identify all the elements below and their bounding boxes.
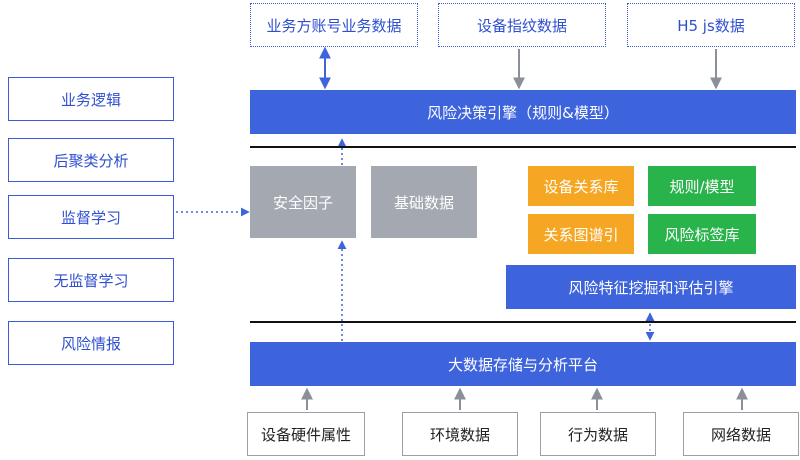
risk-tag-lib-box: 风险标签库 [648,214,756,254]
relation-graph-index-box: 关系图谱引 [528,214,634,254]
risk-decision-engine: 风险决策引擎（规则&模型） [250,90,796,134]
bottom-source-environment: 环境数据 [402,412,518,456]
rules-models-box: 规则/模型 [648,166,756,206]
bottom-source-network: 网络数据 [683,412,799,456]
device-relation-lib-box: 设备关系库 [528,166,634,206]
bottom-source-behavior: 行为数据 [540,412,656,456]
bottom-source-hardware: 设备硬件属性 [247,412,365,456]
left-item-unsupervised-learning: 无监督学习 [8,258,174,302]
left-item-supervised-learning: 监督学习 [8,195,174,239]
separator-bottom [250,321,796,323]
left-item-risk-intel: 风险情报 [8,321,174,365]
separator-top [250,146,796,148]
left-item-post-clustering: 后聚类分析 [8,138,174,182]
top-source-h5-js: H5 js数据 [627,3,795,47]
top-source-device-fingerprint: 设备指纹数据 [438,3,606,47]
risk-feature-engine-box: 风险特征挖掘和评估引擎 [506,265,796,309]
security-factor-box: 安全因子 [250,166,356,238]
big-data-platform: 大数据存储与分析平台 [250,342,796,386]
base-data-box: 基础数据 [371,166,477,238]
left-item-business-logic: 业务逻辑 [8,77,174,121]
top-source-account-data: 业务方账号业务数据 [250,3,418,47]
